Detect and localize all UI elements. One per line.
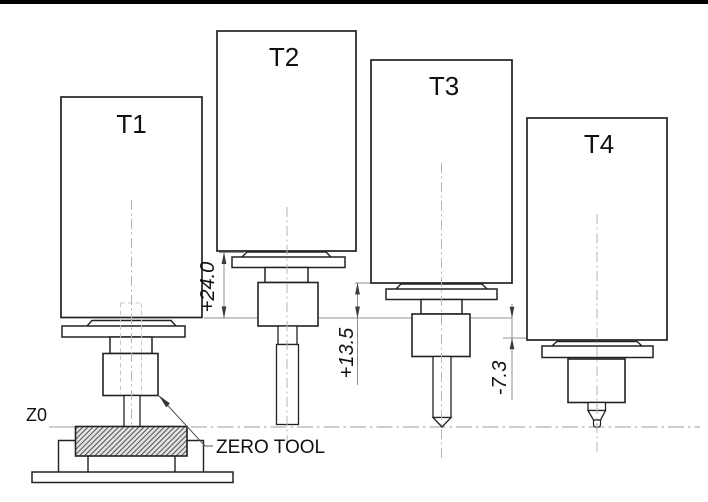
arrow-t4-bottom xyxy=(509,337,515,350)
arrow-t4-top xyxy=(509,306,515,319)
zero-tool-label: ZERO TOOL xyxy=(216,437,325,458)
arrow-t3-bottom xyxy=(355,306,360,319)
t2-flange xyxy=(231,256,346,269)
zero-tool-leader xyxy=(158,395,213,447)
workpiece-fixture xyxy=(31,425,234,484)
leader-line xyxy=(158,395,213,447)
t1-flange xyxy=(61,325,186,338)
centerlines xyxy=(131,163,598,458)
dim-t4-offset: -7.3 xyxy=(489,361,511,395)
base-plate xyxy=(31,471,234,484)
t1-collet-block xyxy=(102,352,159,397)
clamp-right xyxy=(187,439,205,472)
t3-label: T3 xyxy=(429,71,459,101)
z0-label: Z0 xyxy=(26,405,47,425)
leader-arrow xyxy=(159,395,170,408)
arrow-t2-bottom xyxy=(221,306,227,319)
dimension-arrows xyxy=(221,252,515,350)
t2-label: T2 xyxy=(269,42,299,72)
t4-label: T4 xyxy=(584,129,614,159)
dim-t3-offset: +13.5 xyxy=(336,327,358,378)
workpiece-hatched xyxy=(74,425,188,457)
dim-t2-offset: +24.0 xyxy=(197,262,219,313)
top-rule xyxy=(0,0,708,4)
clamp-left xyxy=(57,439,76,472)
t1-label: T1 xyxy=(116,109,146,139)
arrow-t2-top xyxy=(221,252,227,264)
arrow-t3-top xyxy=(355,282,360,295)
t2-collet-block xyxy=(257,281,319,327)
